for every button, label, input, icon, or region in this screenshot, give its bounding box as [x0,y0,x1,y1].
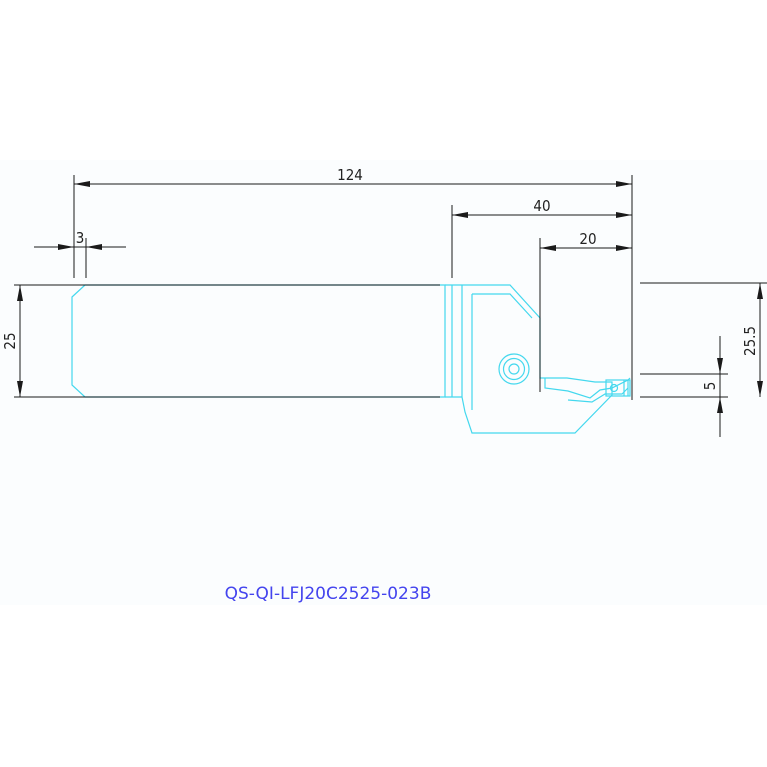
arrowhead [17,381,23,397]
dim-text-20: 20 [579,230,596,248]
drawing-area [0,160,767,605]
arrowhead [616,181,632,187]
arrowhead [74,181,90,187]
insert-blade [544,377,631,399]
shank-outline [71,284,446,398]
arrowhead [17,285,23,301]
arrowhead [616,245,632,251]
arrowhead [86,244,102,250]
part-number-label: QS-QI-LFJ20C2525-023B [225,584,432,604]
insert-lower-edge [567,387,629,403]
dim-text-3: 3 [76,229,85,247]
arrowhead [452,212,468,218]
clamp-screw-inner [508,363,520,375]
dim-text-124: 124 [337,166,363,184]
insert-tip-hole [609,383,619,393]
arrowhead [717,358,723,374]
dim-text-40: 40 [533,197,550,215]
arrowhead [540,245,556,251]
dim-text-25: 25 [1,332,19,349]
arrowhead [757,381,763,397]
dim-text-5: 5 [701,382,719,391]
dim-text-25-5: 25.5 [741,326,759,356]
arrowhead [616,212,632,218]
dimension-lines [14,175,767,437]
arrowhead [717,397,723,413]
head-outline [461,284,613,434]
dimension-arrows [17,181,763,413]
tool-outline [71,284,631,434]
head-chamfer-line [472,293,533,319]
arrowhead [58,244,74,250]
clamp-screw-outer [498,353,530,385]
clamp-screw-mid [502,357,526,381]
insert-tip [605,379,631,397]
arrowhead [757,283,763,299]
